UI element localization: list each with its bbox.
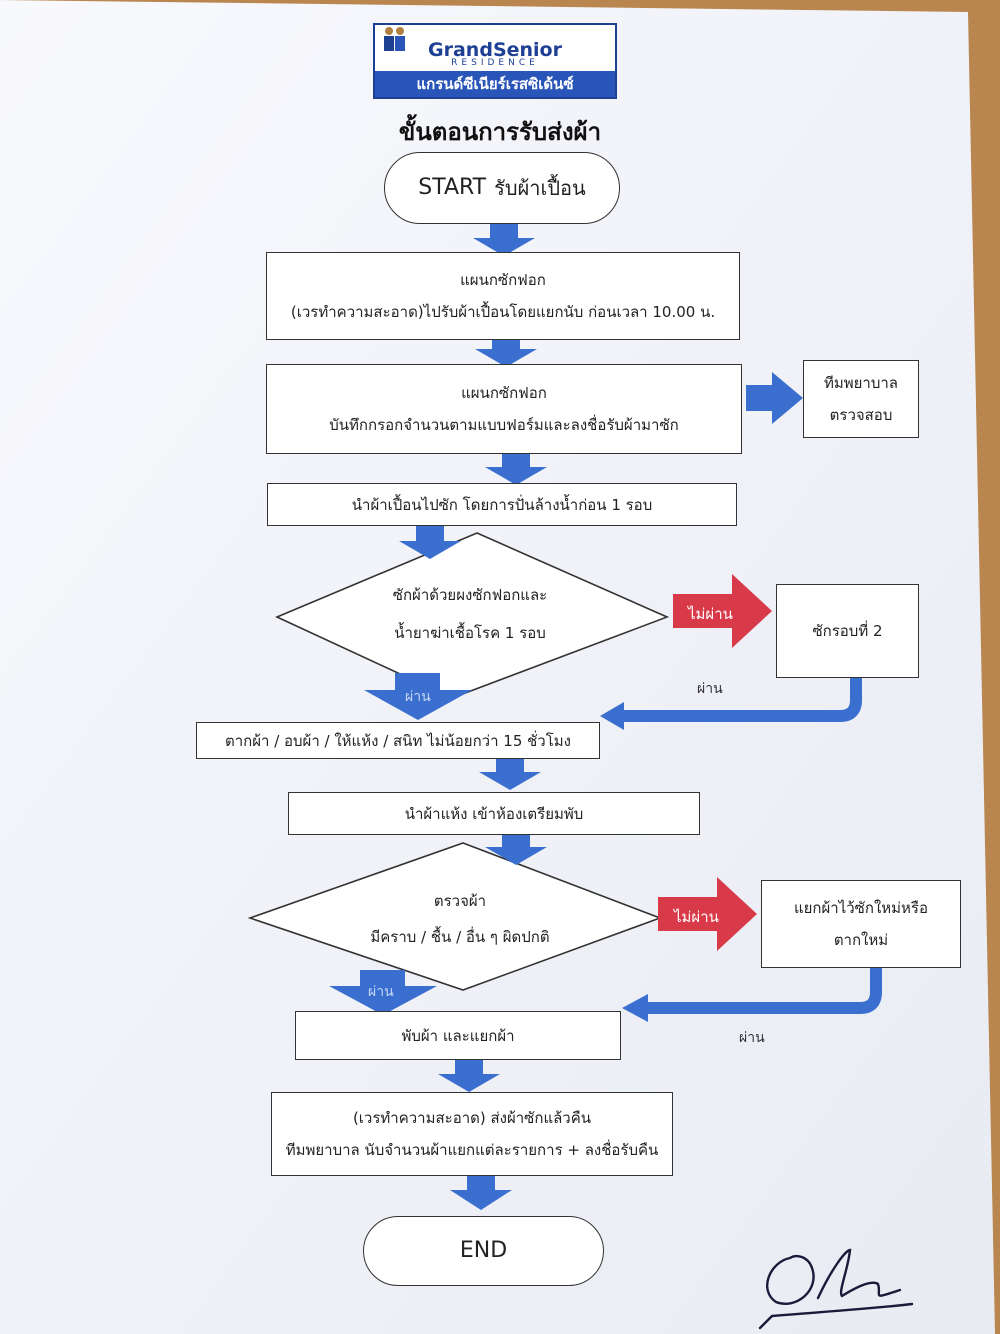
decision1-text: ซักผ้าด้วยผงซักฟอกและ น้ำยาฆ่าเชื้อโรค 1…: [340, 586, 600, 642]
decision1-pass-label: ผ่าน: [405, 689, 431, 705]
separate-line1: แยกผ้าไว้ซักใหม่หรือ: [793, 899, 929, 917]
arrow-decision2-fail: [658, 877, 757, 951]
logo-brand-left: Grand: [428, 39, 493, 61]
rewash-pass-label: ผ่าน: [697, 681, 723, 697]
arrow-step7-to-end: [450, 1174, 512, 1210]
step2-title: แผนกซักฟอก: [461, 384, 547, 402]
elderly-couple-icon: [384, 27, 405, 51]
loop-separate-return: [646, 966, 882, 1014]
decision2-pass-label: ผ่าน: [368, 984, 394, 1000]
arrow-step6-to-step7: [438, 1058, 500, 1092]
start-terminal: START รับผ้าเปื้อน: [384, 152, 620, 224]
step7-box: (เวรทำความสะอาด) ส่งผ้าซักแล้วคืน ทีมพยา…: [271, 1092, 673, 1176]
loop-rewash-arrowhead: [600, 702, 624, 730]
nurse-check-box: ทีมพยาบาล ตรวจสอบ: [803, 360, 919, 438]
nurse-check-line1: ทีมพยาบาล: [823, 374, 898, 392]
arrow-start-to-step1: [473, 222, 535, 256]
arrow-decision2-pass: [329, 970, 437, 1015]
step1-detail: (เวรทำความสะอาด)ไปรับผ้าเปื้อนโดยแยกนับ …: [290, 303, 716, 321]
decision1-diamond: [275, 532, 670, 699]
step4-box: ตากผ้า / อบผ้า / ให้แห้ง / สนิท ไม่น้อยก…: [196, 722, 600, 759]
logo-brand-right: Senior: [492, 39, 562, 61]
end-label: END: [459, 1237, 508, 1263]
loop-rewash-return: [622, 676, 862, 722]
end-terminal: END: [363, 1216, 604, 1286]
separate-rewash-box: แยกผ้าไว้ซักใหม่หรือ ตากใหม่: [761, 880, 961, 968]
rewash-label: ซักรอบที่ 2: [812, 622, 883, 640]
decision2-text: ตรวจผ้า มีคราบ / ชื้น / อื่น ๆ ผิดปกติ: [330, 892, 590, 946]
brand-logo: Grand Senior RESIDENCE แกรนด์ซีเนียร์เรส…: [373, 23, 617, 99]
decision2-line2: มีคราบ / ชื้น / อื่น ๆ ผิดปกติ: [370, 928, 550, 946]
decision2-fail-label: ไม่ผ่าน: [674, 908, 719, 926]
step4-label: ตากผ้า / อบผ้า / ให้แห้ง / สนิท ไม่น้อยก…: [224, 731, 572, 750]
logo-thai-name: แกรนด์ซีเนียร์เรสซิเด้นซ์: [375, 71, 615, 97]
arrow-step4-to-step5: [479, 757, 541, 790]
arrow-step5-to-decision2: [485, 832, 547, 865]
arrow-step2-to-check: [746, 372, 803, 424]
signature: [758, 1248, 914, 1330]
logo-subtitle: RESIDENCE: [451, 58, 539, 68]
step2-detail: บันทึกกรอกจำนวนตามแบบฟอร์มและลงชื่อรับผ้…: [329, 416, 679, 434]
step5-label: นำผ้าแห้ง เข้าห้องเตรียมพับ: [404, 804, 584, 823]
rewash-box: ซักรอบที่ 2: [776, 584, 919, 678]
step7-line2: ทีมพยาบาล นับจำนวนผ้าแยกแต่ละรายการ + ลง…: [285, 1141, 659, 1159]
arrow-step2-to-step3: [485, 453, 547, 485]
step1-box: แผนกซักฟอก (เวรทำความสะอาด)ไปรับผ้าเปื้อ…: [266, 252, 740, 340]
arrow-step3-to-decision1: [399, 526, 461, 559]
separate-line2: ตากใหม่: [833, 931, 889, 949]
arrow-decision1-pass: [364, 673, 472, 720]
nurse-check-line2: ตรวจสอบ: [829, 406, 893, 424]
decision1-line2: น้ำยาฆ่าเชื้อโรค 1 รอบ: [394, 624, 546, 642]
step6-label: พับผ้า และแยกผ้า: [401, 1026, 515, 1045]
step6-box: พับผ้า และแยกผ้า: [295, 1011, 621, 1060]
start-keyword: START: [418, 174, 487, 200]
step3-box: นำผ้าเปื้อนไปซัก โดยการปั่นล้างน้ำก่อน 1…: [267, 483, 737, 526]
decision1-fail-label: ไม่ผ่าน: [688, 605, 733, 623]
step3-label: นำผ้าเปื้อนไปซัก โดยการปั่นล้างน้ำก่อน 1…: [351, 495, 653, 514]
arrow-decision1-fail: [673, 574, 772, 648]
page-title: ขั้นตอนการรับส่งผ้า: [398, 118, 602, 146]
decision2-line1: ตรวจผ้า: [433, 892, 487, 910]
arrow-step1-to-step2: [475, 334, 537, 367]
decision1-line1: ซักผ้าด้วยผงซักฟอกและ: [392, 586, 548, 604]
step1-title: แผนกซักฟอก: [460, 271, 546, 289]
step2-box: แผนกซักฟอก บันทึกกรอกจำนวนตามแบบฟอร์มและ…: [266, 364, 742, 454]
separate-pass-label: ผ่าน: [739, 1030, 765, 1046]
logo-brand-row: Grand Senior: [375, 25, 615, 75]
step7-line1: (เวรทำความสะอาด) ส่งผ้าซักแล้วคืน: [352, 1109, 592, 1127]
start-label: รับผ้าเปื้อน: [494, 176, 586, 200]
step5-box: นำผ้าแห้ง เข้าห้องเตรียมพับ: [288, 792, 700, 835]
loop-separate-arrowhead: [622, 994, 648, 1022]
